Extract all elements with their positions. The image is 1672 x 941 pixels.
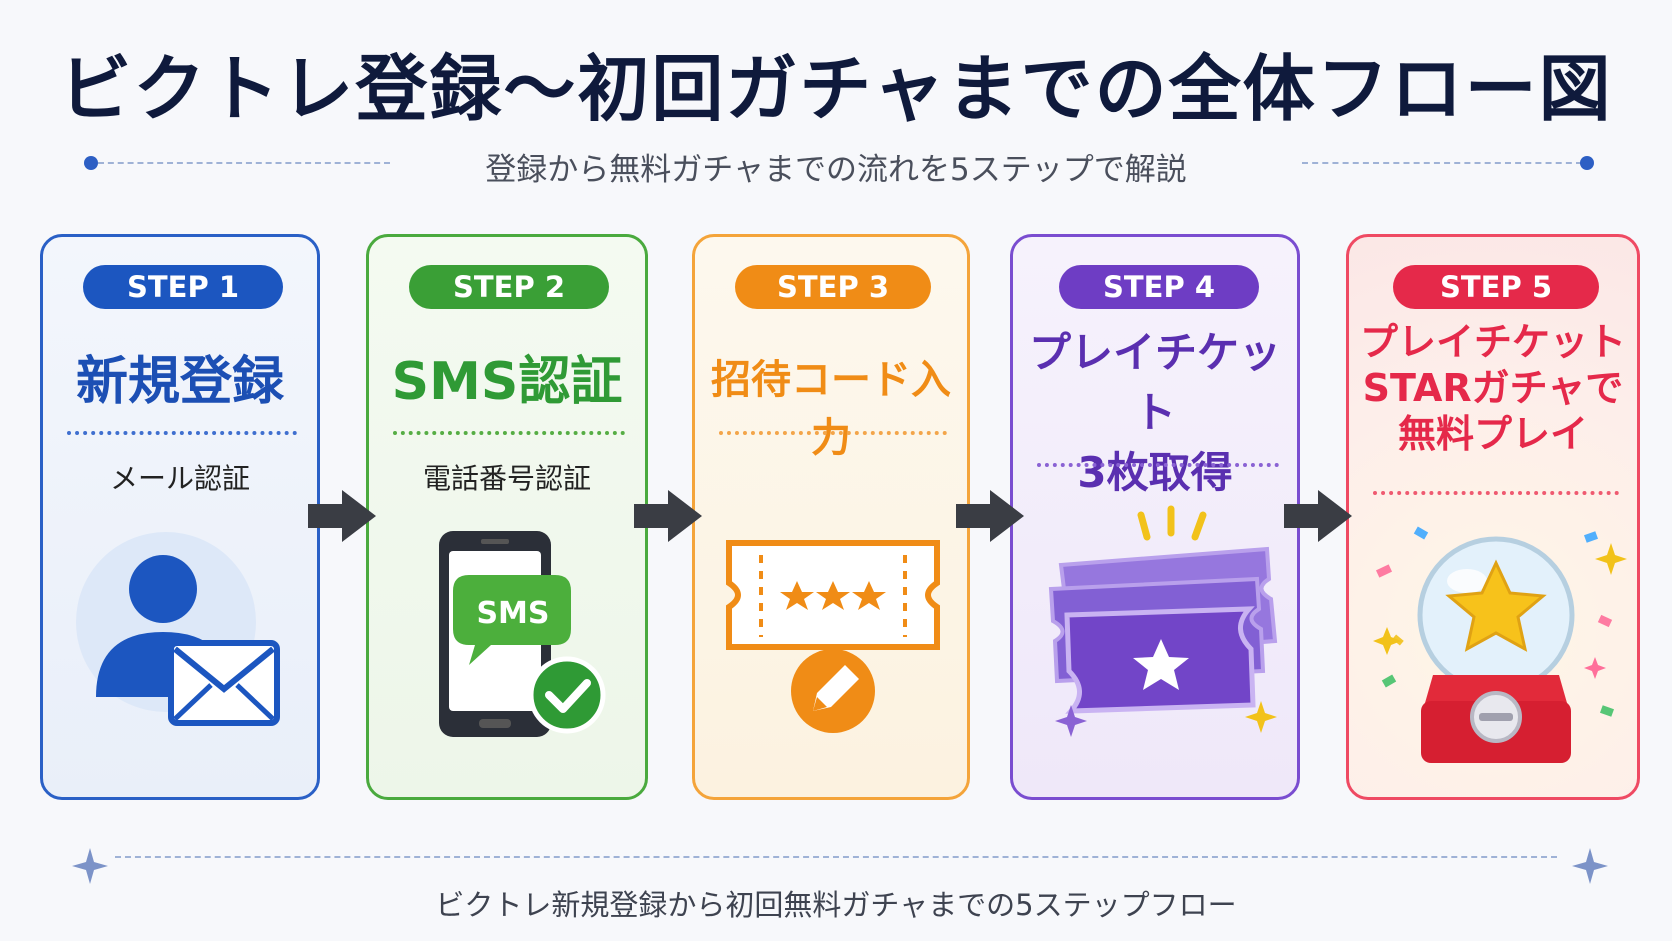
arrow-right-icon bbox=[634, 490, 702, 542]
step-label: STEP 4 bbox=[1059, 265, 1259, 309]
sparkle-icon bbox=[1572, 848, 1608, 884]
step-title-line: プレイチケット bbox=[1028, 328, 1281, 437]
step-label: STEP 5 bbox=[1393, 265, 1599, 309]
subtitle-line-left bbox=[98, 162, 390, 164]
step-label: STEP 1 bbox=[83, 265, 283, 309]
arrow-right-icon bbox=[1284, 490, 1352, 542]
page-title: ビクトレ登録～初回ガチャまでの全体フロー図 bbox=[59, 47, 1613, 131]
sms-bubble-text: SMS bbox=[476, 596, 549, 631]
step-divider bbox=[393, 431, 625, 435]
step-title: プレイチケット STARガチャで 無料プレイ bbox=[1349, 319, 1637, 457]
step-card-5: STEP 5 プレイチケット STARガチャで 無料プレイ bbox=[1346, 234, 1640, 800]
step-card-4: STEP 4 プレイチケット 3枚取得 bbox=[1010, 234, 1300, 800]
step-title: 新規登録 bbox=[75, 352, 284, 412]
step-label: STEP 2 bbox=[409, 265, 609, 309]
step-subtitle: 電話番号認証 bbox=[422, 462, 591, 495]
footer-text: ビクトレ新規登録から初回無料ガチャまでの5ステップフロー bbox=[435, 888, 1237, 922]
step-card-2: STEP 2 SMS認証 電話番号認証 SMS bbox=[366, 234, 648, 800]
sparkle-icon bbox=[72, 848, 108, 884]
subtitle-dot-left bbox=[84, 156, 98, 170]
tickets-star-icon bbox=[1048, 505, 1278, 737]
step-label: STEP 3 bbox=[735, 265, 931, 309]
step-title: 招待コード入力 bbox=[711, 357, 951, 461]
subtitle-dot-right bbox=[1580, 156, 1594, 170]
ticket-pencil-icon bbox=[726, 540, 940, 733]
step-divider bbox=[67, 431, 297, 435]
arrow-right-icon bbox=[308, 490, 376, 542]
step-subtitle: メール認証 bbox=[109, 462, 250, 495]
footer: ビクトレ新規登録から初回無料ガチャまでの5ステップフロー bbox=[0, 840, 1672, 940]
subtitle: 登録から無料ガチャまでの流れを5ステップで解説 bbox=[485, 152, 1187, 188]
step-title-line: 無料プレイ bbox=[1397, 412, 1588, 456]
step-title: SMS認証 bbox=[391, 352, 623, 412]
footer-divider bbox=[115, 856, 1557, 858]
step-divider bbox=[1373, 491, 1619, 495]
subtitle-row: 登録から無料ガチャまでの流れを5ステップで解説 bbox=[0, 138, 1672, 188]
step-title: プレイチケット 3枚取得 bbox=[1013, 323, 1297, 503]
step-title-line: プレイチケット bbox=[1359, 320, 1626, 364]
step-card-1: STEP 1 新規登録 メール認証 bbox=[40, 234, 320, 800]
phone-sms-check-icon: SMS bbox=[439, 531, 606, 737]
user-mail-icon bbox=[76, 532, 280, 726]
step-card-3: STEP 3 招待コード入力 bbox=[692, 234, 970, 800]
gacha-machine-icon bbox=[1373, 526, 1627, 763]
step-title-line: STARガチャで bbox=[1362, 366, 1624, 410]
step-divider bbox=[719, 431, 947, 435]
arrow-right-icon bbox=[956, 490, 1024, 542]
step-divider bbox=[1037, 463, 1279, 467]
step-title-line: 3枚取得 bbox=[1077, 448, 1233, 497]
subtitle-line-right bbox=[1302, 162, 1582, 164]
